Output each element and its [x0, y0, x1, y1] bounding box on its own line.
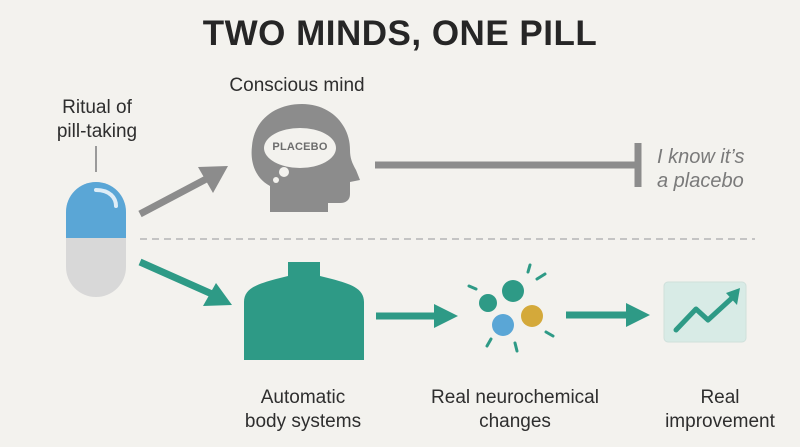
- diagram-title: TWO MINDS, ONE PILL: [202, 14, 598, 53]
- thought-bubble-text: PLACEBO: [272, 141, 328, 153]
- molecules-icon: [467, 263, 555, 353]
- improvement-label: Real improvement: [665, 387, 775, 432]
- arrow-to-conscious: [138, 166, 228, 218]
- arrow-to-improvement: [566, 303, 650, 327]
- ritual-label: Ritual of pill-taking: [56, 97, 138, 142]
- blocked-connector: [375, 143, 642, 187]
- placebo-note: I know it’s a placebo: [657, 146, 745, 192]
- arrow-to-body: [138, 258, 232, 306]
- conscious-mind-label: Conscious mind: [229, 75, 365, 96]
- neurochemical-label: Real neurochemical changes: [431, 387, 599, 432]
- head-icon: [251, 104, 360, 212]
- trend-up-icon: [663, 281, 747, 343]
- automatic-body-label: Automatic body systems: [244, 387, 362, 432]
- pill-icon: [66, 182, 126, 297]
- arrow-to-neurochemical: [376, 304, 458, 328]
- body-icon: [244, 262, 364, 360]
